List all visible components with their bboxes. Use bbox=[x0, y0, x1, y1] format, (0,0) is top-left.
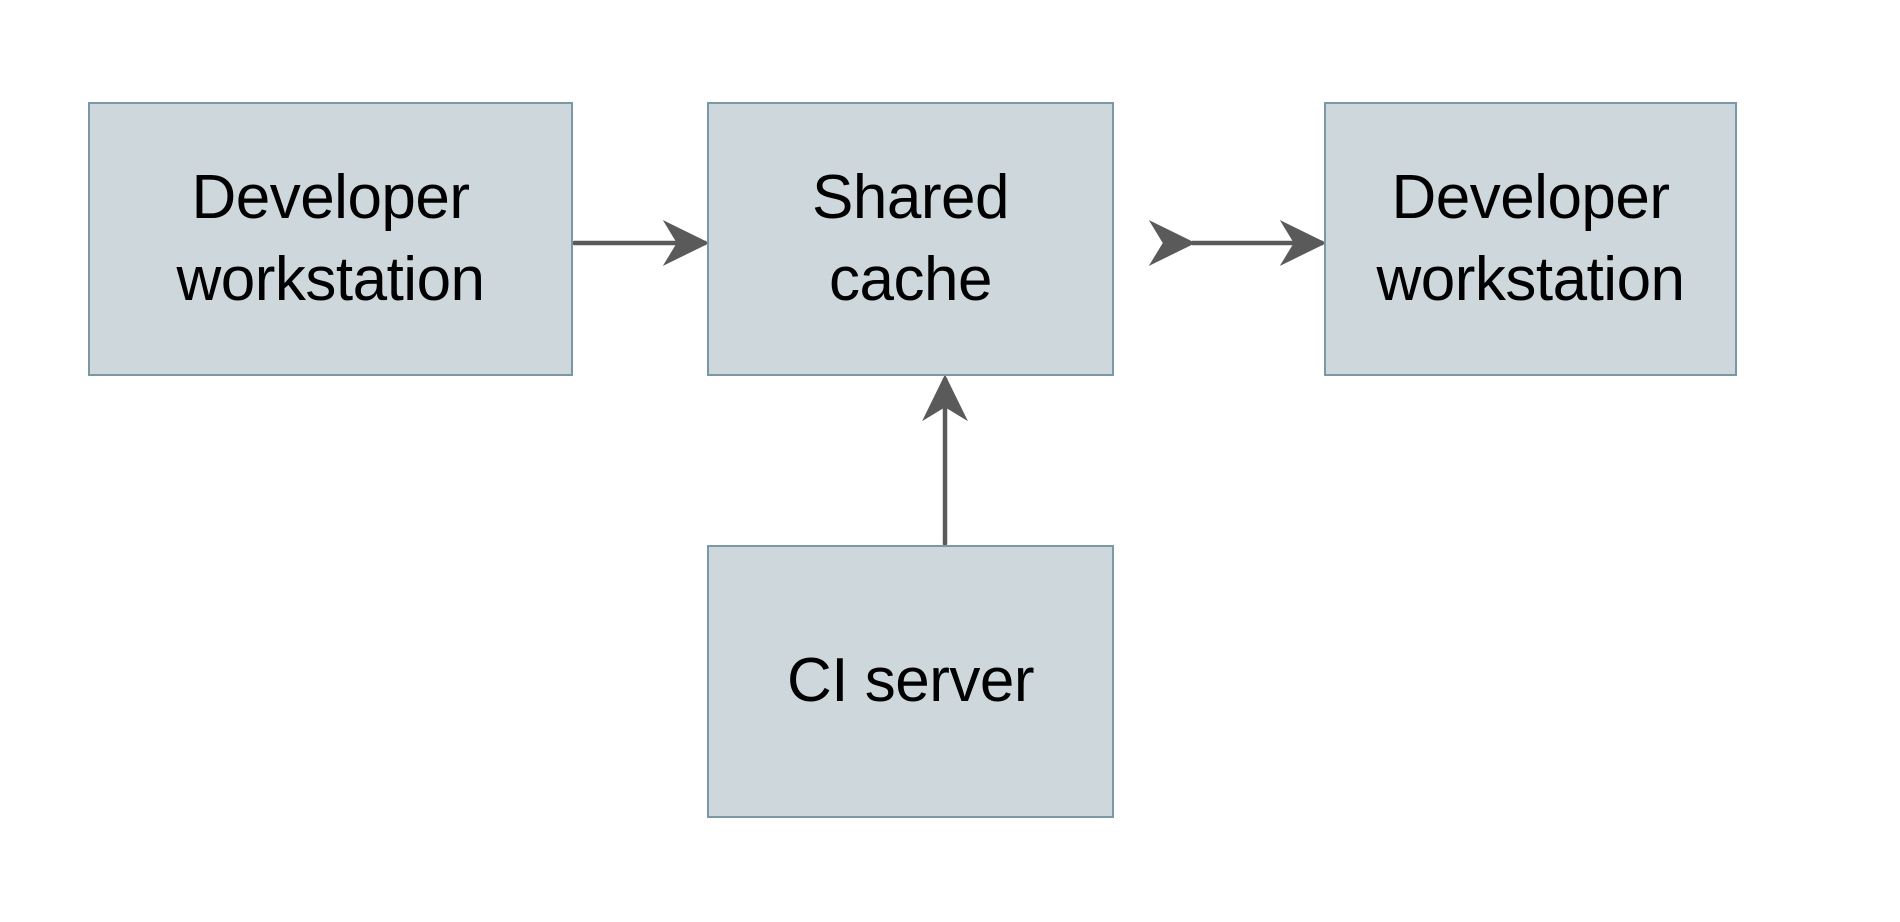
node-developer-workstation-right[interactable]: Developer workstation bbox=[1324, 102, 1737, 376]
node-label: Shared cache bbox=[812, 162, 1009, 314]
node-ci-server[interactable]: CI server bbox=[707, 545, 1114, 818]
node-shared-cache[interactable]: Shared cache bbox=[707, 102, 1114, 376]
node-label: Developer workstation bbox=[176, 162, 485, 314]
node-label: CI server bbox=[787, 646, 1034, 716]
node-label: Developer workstation bbox=[1376, 162, 1685, 314]
node-developer-workstation-left[interactable]: Developer workstation bbox=[88, 102, 573, 376]
